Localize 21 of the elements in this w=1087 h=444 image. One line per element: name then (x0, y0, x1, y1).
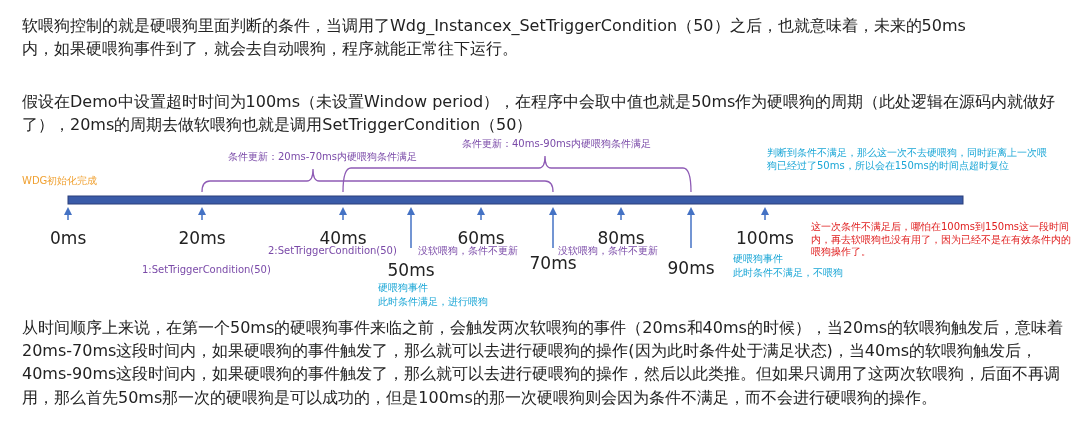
time-label: 0ms (50, 228, 87, 250)
time-label: 90ms (667, 258, 715, 280)
annotation: 判断到条件不满足，那么这一次不去硬喂狗，同时距离上一次喂狗已经过了50ms，所以会在150ms的时间点超时复位 (767, 147, 1047, 172)
annotation: 此时条件满足，进行喂狗 (378, 296, 488, 309)
annotation: 1:SetTriggerCondition(50) (142, 264, 271, 277)
paragraph: 从时间顺序上来说，在第一个50ms的硬喂狗事件来临之前，会触发两次软喂狗的事件（20ms和40ms的时候），当20ms的软喂狗触发后，意味着20ms-70ms这段时间内，如果硬喂狗的事件触发了，那么就可以去进行硬喂狗的操作(因为此时条件处于满足状态)，当40ms的软喂狗触发后，40ms-90ms这段时间内，如果硬喂狗的事件触发了，那么就可以去进行硬喂狗的操作，然后以此类推。但如果只调用了这两次软喂狗，后面不再调用，那么首先50ms那一次的硬喂狗是可以成功的，但是100ms的那一次硬喂狗则会因为条件不满足，而不会进行硬喂狗的操作。 (22, 317, 1065, 409)
time-label: 50ms (387, 260, 435, 282)
paragraph: 假设在Demo中设置超时时间为100ms（未设置Window period），在程序中会取中值也就是50ms作为硬喂狗的周期（此处逻辑在源码内就做好了），20ms的周期去做软喂狗也就是调用SetTriggerCondition（50） (22, 91, 1057, 137)
annotation: WDG初始化完成 (22, 175, 98, 188)
annotation: 硬喂狗事件 (733, 253, 783, 266)
annotation: 2:SetTriggerCondition(50) (268, 245, 397, 258)
annotation: 硬喂狗事件 (378, 282, 428, 295)
annotation: 这一次条件不满足后，哪怕在100ms到150ms这一段时间内，再去软喂狗也没有用了，因为已经不是在有效条件内的喂狗操作了。 (811, 221, 1072, 259)
annotation: 此时条件不满足，不喂狗 (733, 267, 843, 280)
time-label: 20ms (178, 228, 226, 250)
time-label: 100ms (736, 228, 794, 250)
annotation: 条件更新：40ms-90ms内硬喂狗条件满足 (462, 138, 651, 151)
annotation: 没软喂狗，条件不更新 (558, 245, 658, 256)
annotation: 没软喂狗，条件不更新 (418, 245, 518, 258)
paragraph: 软喂狗控制的就是硬喂狗里面判断的条件，当调用了Wdg_Instancex_SetTriggerCondition（50）之后，也就意味着，未来的50ms内，如果硬喂狗事件到了，就会去自动喂狗，程序就能正常往下运行。 (22, 15, 967, 61)
annotation: 条件更新：20ms-70ms内硬喂狗条件满足 (228, 151, 417, 164)
